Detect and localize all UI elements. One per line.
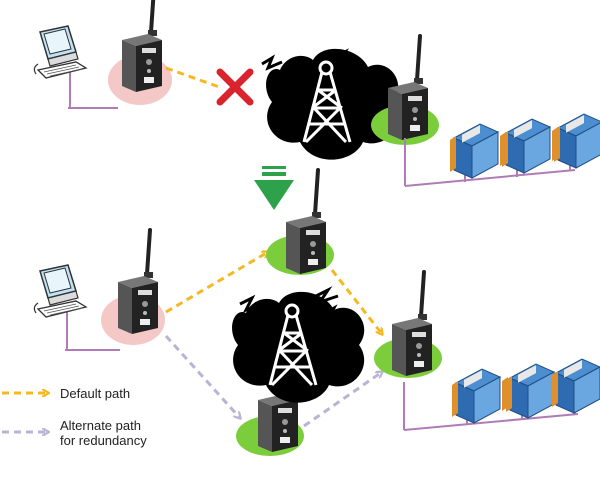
wire [404,169,576,187]
computer-icon [33,25,87,79]
top-scene [33,0,600,187]
computer-icon [33,264,87,318]
access-point-icon [284,168,328,276]
io-module-icon [501,118,559,174]
alternate-path-line [164,334,240,418]
legend-alternate-label: Alternate path for redundancy [60,418,147,448]
default-path-line [330,269,382,334]
access-point-icon [390,270,434,378]
io-module-icon [553,113,600,169]
access-point-icon [386,34,430,142]
bottom-scene [33,168,600,456]
legend-default-label: Default path [60,386,131,401]
io-module-icon [451,368,509,424]
access-point-icon [116,228,160,336]
io-module-icon [551,358,600,414]
default-path-line [165,252,268,314]
fail-x-icon [216,68,254,106]
signal-icon [261,48,363,83]
default-path-line [165,66,223,90]
radio-tower-icon [264,47,400,162]
access-point-icon [120,0,164,94]
signal-icon [239,286,345,323]
alternate-path-line [303,372,382,428]
wire [403,413,579,431]
io-module-icon [449,123,507,179]
down-arrow-icon [254,166,294,210]
